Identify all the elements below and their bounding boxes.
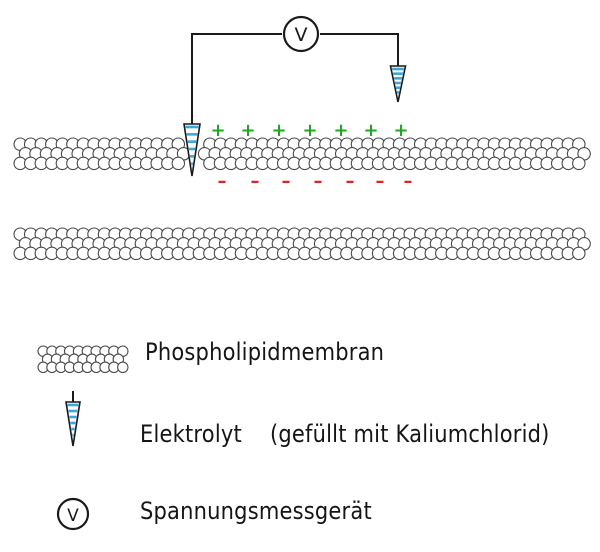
negative-charge-5: – xyxy=(346,171,355,192)
electrolyte-legend-note: (gefüllt mit Kaliumchlorid) xyxy=(270,420,550,448)
voltmeter-symbol: V xyxy=(295,24,308,46)
electrolyte-legend-label: Elektrolyt xyxy=(140,420,242,448)
positive-charge-4: + xyxy=(302,120,317,141)
phospholipid-icon xyxy=(37,345,129,374)
electrode-icon xyxy=(65,391,81,447)
positive-charge-3: + xyxy=(271,120,286,141)
negative-charge-2: – xyxy=(251,171,260,192)
positive-charge-5: + xyxy=(333,120,348,141)
circuit-wire xyxy=(191,33,399,130)
positive-charge-1: + xyxy=(210,120,225,141)
voltmeter-legend-symbol: V xyxy=(67,506,79,526)
voltmeter-icon: V xyxy=(282,15,320,53)
electrode-reference-icon xyxy=(389,57,407,103)
electrode-inserted-icon xyxy=(183,111,201,177)
negative-charge-6: – xyxy=(376,171,385,192)
negative-charge-1: – xyxy=(218,171,227,192)
positive-charge-7: + xyxy=(393,120,408,141)
lipid-head xyxy=(171,156,186,171)
negative-charge-4: – xyxy=(314,171,323,192)
lipid-head xyxy=(572,246,586,261)
phospholipid-membrane-upper xyxy=(13,137,591,171)
lipid-head xyxy=(572,156,586,171)
negative-charge-3: – xyxy=(282,171,291,192)
negative-charges: ––––––– xyxy=(218,171,413,192)
voltmeter-legend-icon: V xyxy=(56,497,90,531)
positive-charges: + + + + + + + xyxy=(210,120,408,141)
voltmeter-legend-label: Spannungsmessgerät xyxy=(140,497,372,525)
lipid-head xyxy=(117,361,129,374)
phospholipid-membrane-lower xyxy=(13,227,591,261)
membrane-legend-label: Phospholipidmembran xyxy=(145,338,385,366)
positive-charge-2: + xyxy=(240,120,255,141)
negative-charge-7: – xyxy=(404,171,413,192)
positive-charge-6: + xyxy=(363,120,378,141)
